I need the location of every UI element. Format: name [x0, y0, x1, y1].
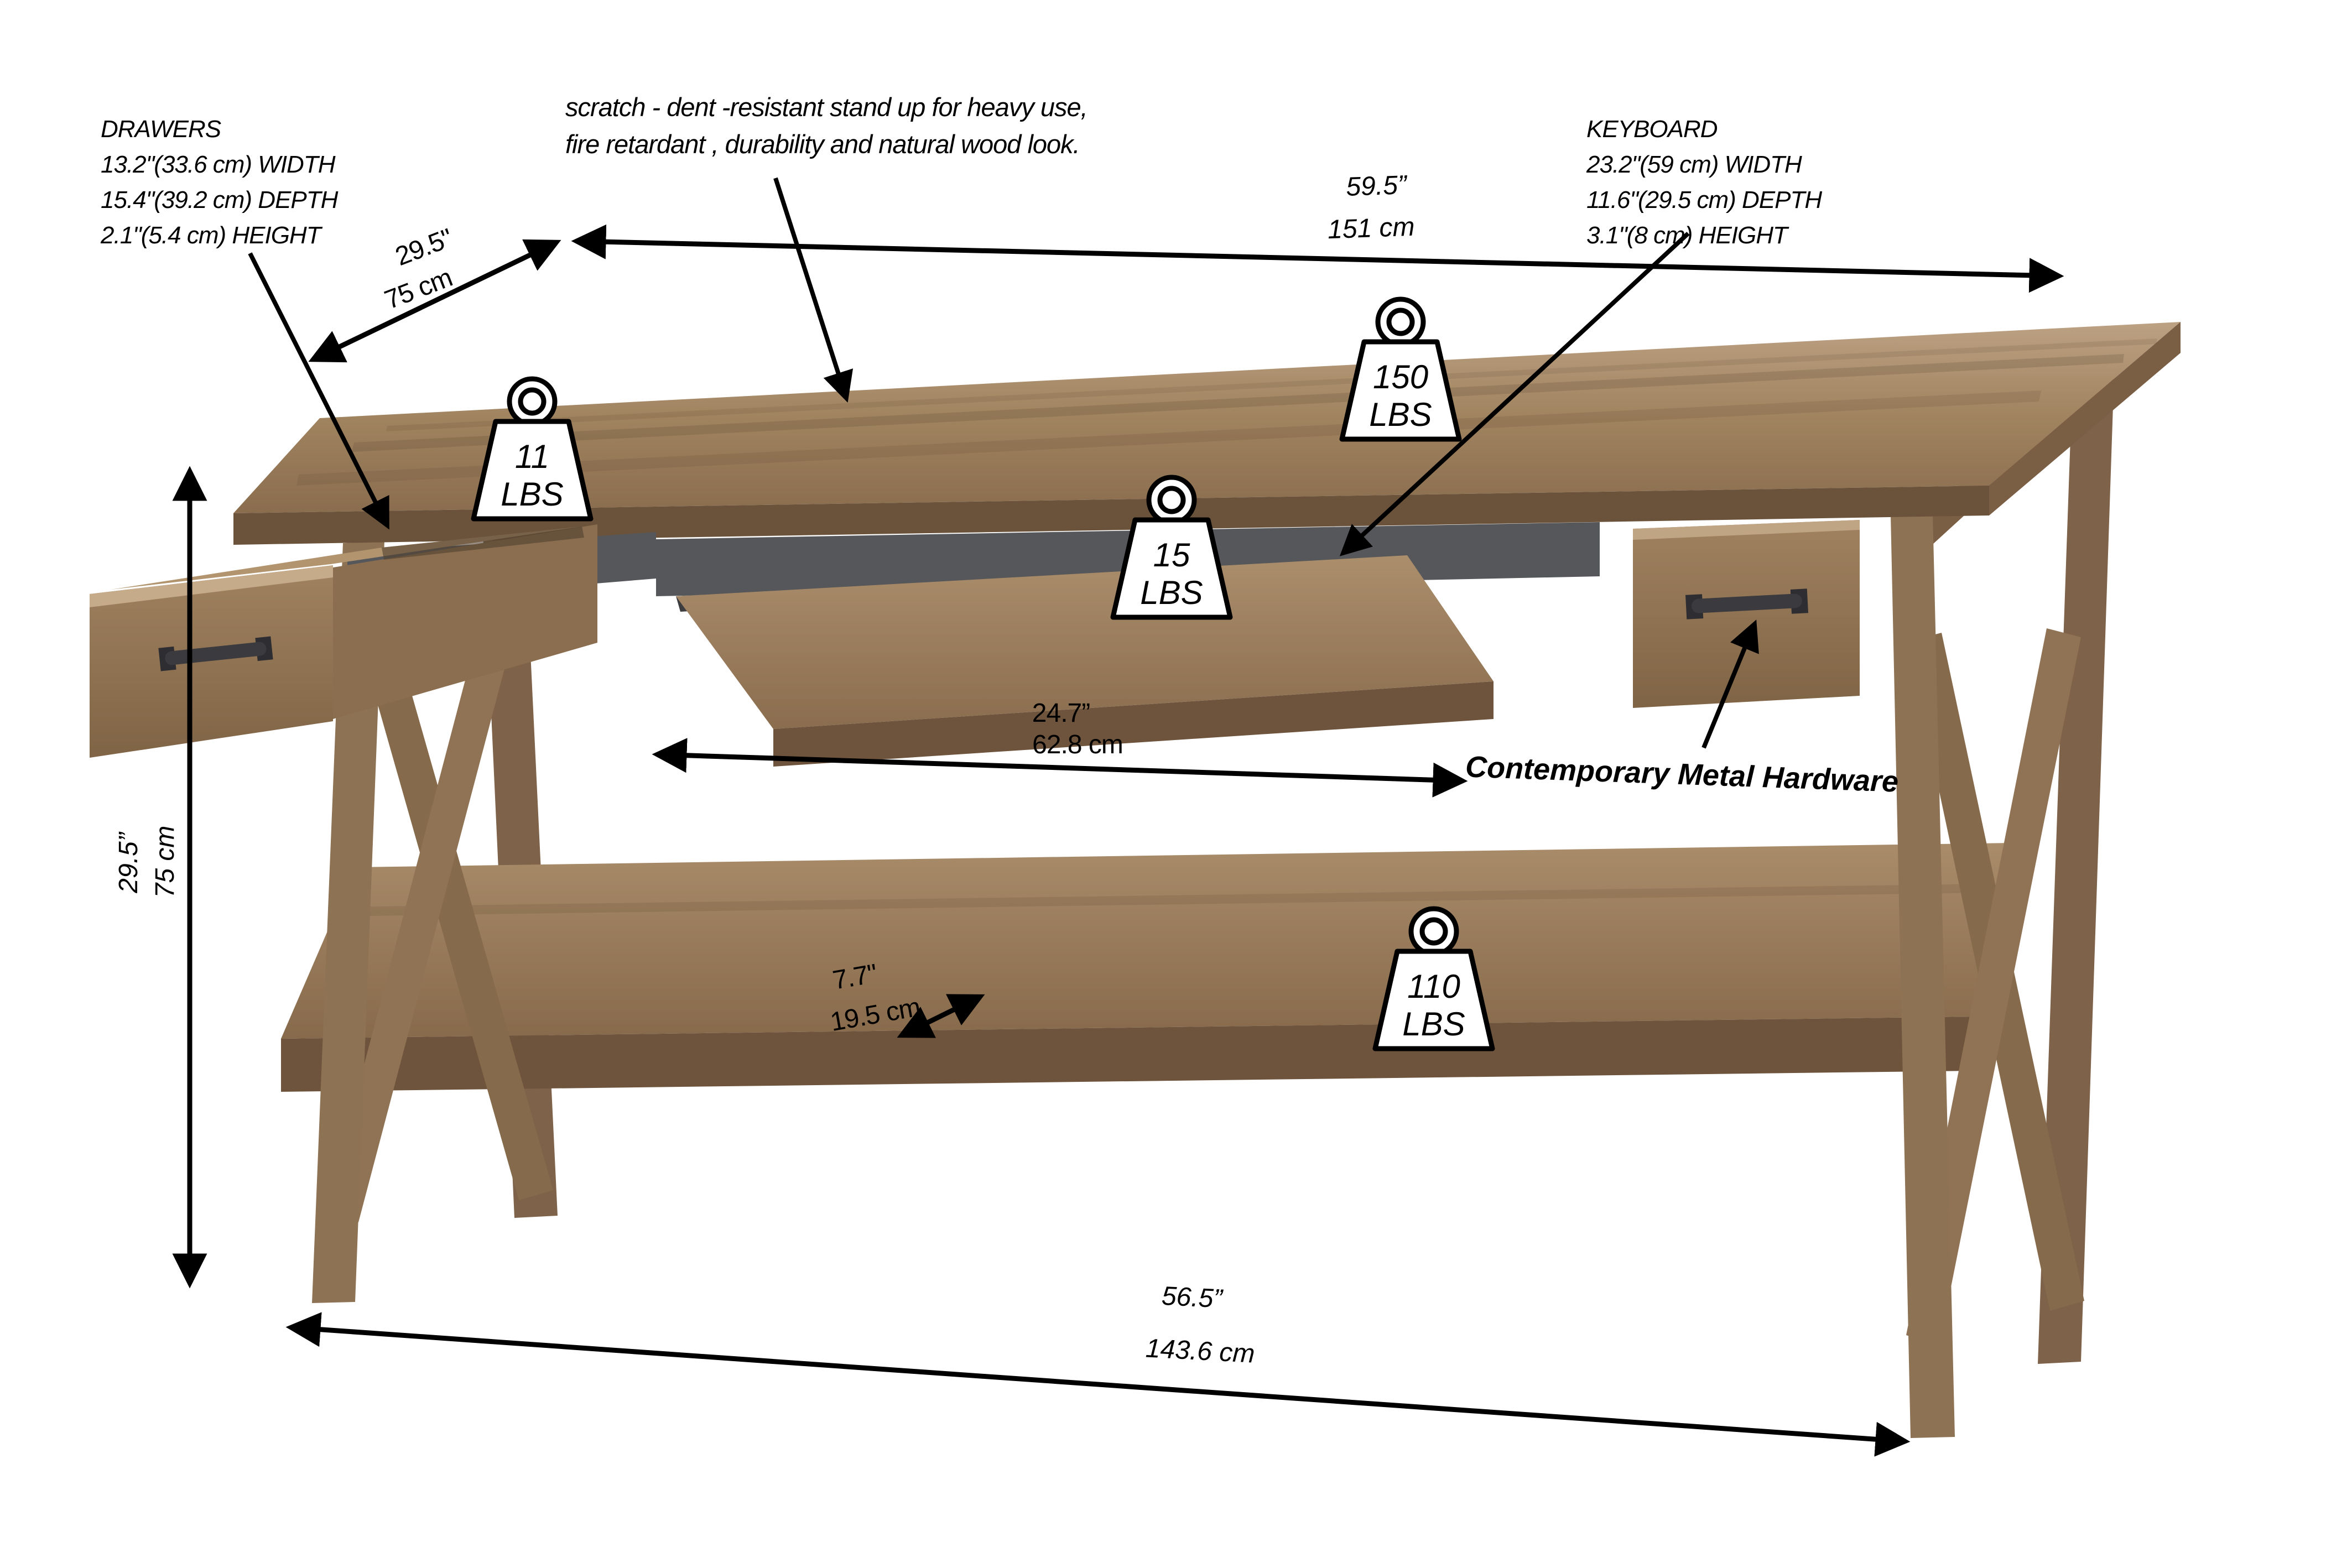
weight-body	[1110, 517, 1233, 620]
right-drawer-top-lip	[1633, 520, 1860, 540]
weight-badge-drawer: 11 LBS	[471, 376, 594, 522]
dim-arrow-shelf-depth	[897, 994, 985, 1038]
drawers-spec-depth: 15.4"(39.2 cm) DEPTH	[101, 186, 339, 213]
drawers-spec-height: 2.1"(5.4 cm) HEIGHT	[100, 222, 323, 249]
weight-icon	[471, 376, 594, 522]
weight-badge-shelf: 110 LBS	[1372, 906, 1495, 1051]
weight-badge-desktop: 150 LBS	[1339, 296, 1462, 442]
desktop-width-inches: 59.5”	[1346, 170, 1408, 202]
dim-label-desktop-depth: 29.5" 75 cm	[381, 223, 456, 315]
keyboard-spec-title: KEYBOARD	[1586, 116, 1718, 143]
weight-icon	[1110, 475, 1233, 620]
drawer-front-lip	[90, 565, 333, 607]
weight-ring-inner	[1419, 917, 1448, 946]
lower-shelf	[281, 843, 2012, 1092]
tray-capacity-value: 15	[1153, 536, 1190, 574]
dim-arrow-desktop-depth	[308, 239, 561, 363]
base-width-inches: 56.5”	[1161, 1282, 1224, 1314]
tray-width-metric: 62.8 cm	[1032, 730, 1123, 759]
desktop-capacity-unit: LBS	[1369, 396, 1432, 433]
dim-arrow-base-width	[285, 1312, 1911, 1457]
desktop-capacity-value: 150	[1373, 358, 1428, 395]
keyboard-spec-depth: 11.6"(29.5 cm) DEPTH	[1586, 186, 1822, 213]
tray-width-inches: 24.7”	[1032, 699, 1090, 728]
desktop	[233, 322, 2181, 545]
dim-label-tray-width: 24.7” 62.8 cm	[1032, 699, 1123, 759]
base-width-metric: 143.6 cm	[1145, 1333, 1256, 1368]
surface-note-line2: fire retardant , durability and natural …	[565, 129, 1080, 159]
right-trestle	[1891, 384, 2084, 1438]
drawers-spec-block: DRAWERS 13.2"(33.6 cm) WIDTH 15.4"(39.2 …	[100, 116, 339, 249]
right-drawer-front	[1633, 520, 1860, 708]
right-rear-leg	[2038, 356, 2115, 1364]
overall-height-inches: 29.5”	[114, 831, 143, 893]
left-x-brace-b	[325, 615, 517, 1222]
surface-note-block: scratch - dent -resistant stand up for h…	[565, 92, 1088, 159]
left-x-brace-a	[355, 616, 553, 1200]
shelf-front-edge	[281, 1017, 1974, 1092]
dim-label-overall-height: 29.5” 75 cm	[114, 826, 180, 898]
leader-arrow-surface-note	[773, 177, 854, 403]
weight-ring-inner	[518, 387, 547, 416]
desktop-grain-streak-2	[296, 390, 2041, 486]
desktop-right-end	[1989, 322, 2181, 515]
desktop-width-metric: 151 cm	[1327, 212, 1415, 244]
left-front-leg	[312, 541, 384, 1303]
desktop-depth-inches: 29.5"	[392, 223, 456, 272]
weight-icon	[1339, 296, 1462, 442]
weight-ring-inner	[1386, 308, 1415, 336]
right-drawer	[1633, 520, 1860, 708]
weight-icon	[1372, 906, 1495, 1051]
drawer-side-wall	[333, 524, 597, 719]
right-front-leg	[1891, 513, 1955, 1438]
desk-illustration	[90, 322, 2181, 1438]
weight-body	[1372, 949, 1495, 1051]
keyboard-spec-width: 23.2"(59 cm) WIDTH	[1586, 151, 1802, 178]
keyboard-spec-height: 3.1"(8 cm) HEIGHT	[1586, 222, 1789, 249]
right-x-brace-b	[1906, 628, 2081, 1345]
overall-height-metric: 75 cm	[150, 826, 180, 898]
weight-body	[471, 419, 594, 522]
hardware-note: Contemporary Metal Hardware	[1465, 750, 1899, 798]
shelf-capacity-unit: LBS	[1402, 1006, 1465, 1043]
drawers-spec-title: DRAWERS	[101, 116, 221, 143]
weight-body	[1339, 339, 1462, 442]
shelf-capacity-value: 110	[1407, 968, 1460, 1005]
drawer-front-panel	[90, 565, 333, 758]
drawer-capacity-unit: LBS	[501, 476, 563, 513]
dim-arrow-tray-width	[652, 738, 1468, 798]
leader-arrow-drawers	[248, 252, 389, 530]
desktop-top	[233, 322, 2181, 513]
drawer-capacity-value: 11	[515, 438, 549, 475]
desktop-front-edge	[233, 486, 1989, 545]
tray-capacity-unit: LBS	[1140, 574, 1203, 611]
drawers-spec-width: 13.2"(33.6 cm) WIDTH	[101, 151, 336, 178]
drawer-interior-shadow	[382, 527, 584, 560]
desktop-grain-streak-3	[386, 338, 2157, 431]
shelf-grain-streak	[331, 884, 1991, 916]
bar-pull-icon	[1692, 593, 1802, 613]
desktop-grain-streak-1	[352, 354, 2124, 452]
tray-top	[676, 555, 1494, 729]
weight-ring-inner	[1157, 486, 1186, 514]
keyboard-spec-block: KEYBOARD 23.2"(59 cm) WIDTH 11.6"(29.5 c…	[1586, 116, 1823, 249]
shelf-top	[281, 843, 2012, 1039]
surface-note-line1: scratch - dent -resistant stand up for h…	[565, 92, 1087, 122]
dim-label-base-width: 56.5” 143.6 cm	[1145, 1282, 1256, 1369]
leader-arrow-hardware	[1701, 619, 1759, 749]
weight-badge-keyboard-tray: 15 LBS	[1110, 475, 1233, 620]
left-drawer-open	[90, 524, 656, 758]
dim-arrow-desktop-width	[571, 224, 2064, 293]
leader-arrow-keyboard	[1339, 232, 1690, 556]
dim-label-desktop-width: 59.5” 151 cm	[1327, 170, 1415, 244]
right-drawer-handle	[1685, 588, 1809, 619]
